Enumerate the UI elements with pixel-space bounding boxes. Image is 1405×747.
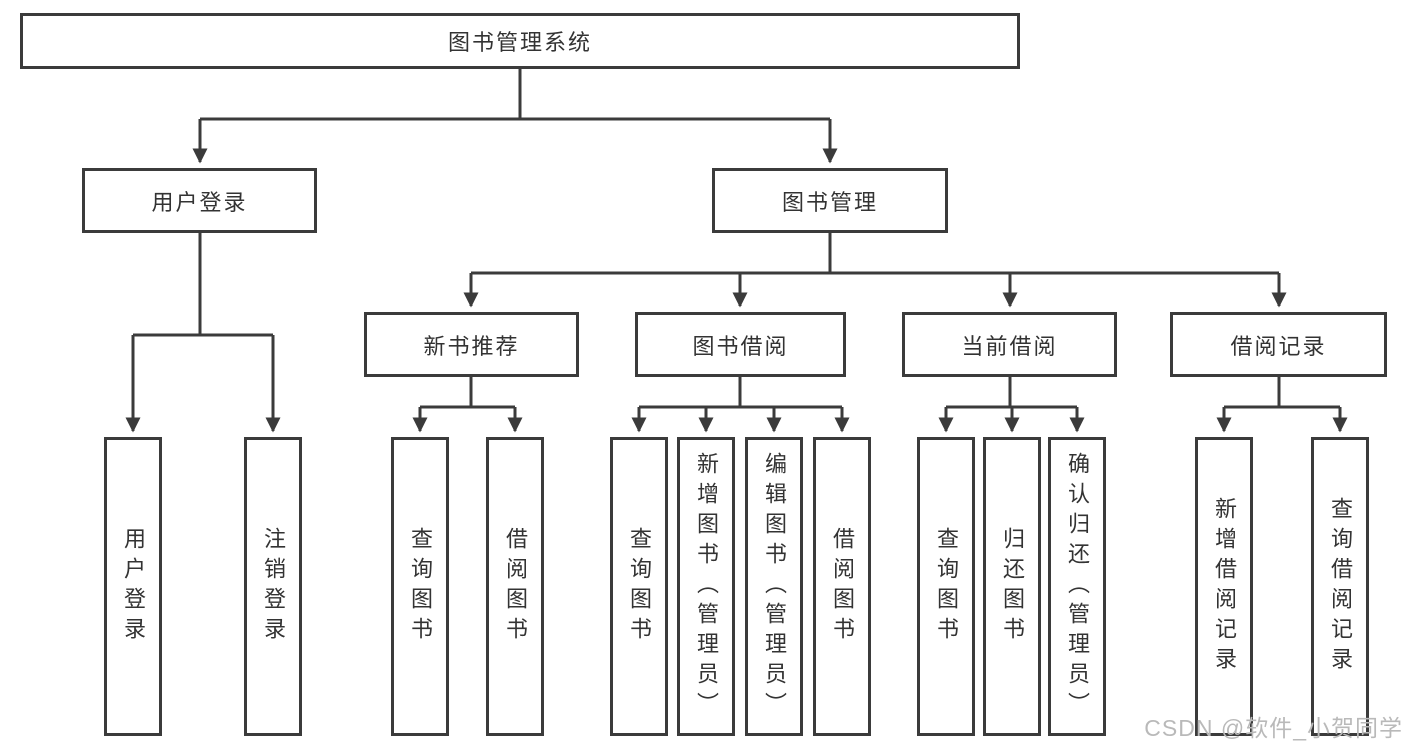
leaf-add-book-admin: 新增图书（管理员） (677, 437, 735, 736)
leaf-query-books-current: 查询图书 (917, 437, 975, 736)
leaf-query-borrow-record: 查询借阅记录 (1311, 437, 1369, 736)
leaf-user-login: 用户登录 (104, 437, 162, 736)
leaf-return-book: 归还图书 (983, 437, 1041, 736)
watermark: CSDN @软件_小贺同学 (1144, 715, 1403, 741)
leaf-confirm-return-admin: 确认归还（管理员） (1048, 437, 1106, 736)
leaf-query-books-recommend: 查询图书 (391, 437, 449, 736)
node-current-borrow: 当前借阅 (902, 312, 1117, 377)
leaf-query-books-borrow: 查询图书 (610, 437, 668, 736)
node-book-borrow: 图书借阅 (635, 312, 846, 377)
node-user-login: 用户登录 (82, 168, 317, 233)
node-root-system: 图书管理系统 (20, 13, 1020, 69)
node-borrow-records: 借阅记录 (1170, 312, 1387, 377)
leaf-borrow-books-borrow: 借阅图书 (813, 437, 871, 736)
node-book-management: 图书管理 (712, 168, 948, 233)
leaf-borrow-books-recommend: 借阅图书 (486, 437, 544, 736)
leaf-edit-book-admin: 编辑图书（管理员） (745, 437, 803, 736)
leaf-add-borrow-record: 新增借阅记录 (1195, 437, 1253, 736)
leaf-logout: 注销登录 (244, 437, 302, 736)
node-new-book-recommend: 新书推荐 (364, 312, 579, 377)
